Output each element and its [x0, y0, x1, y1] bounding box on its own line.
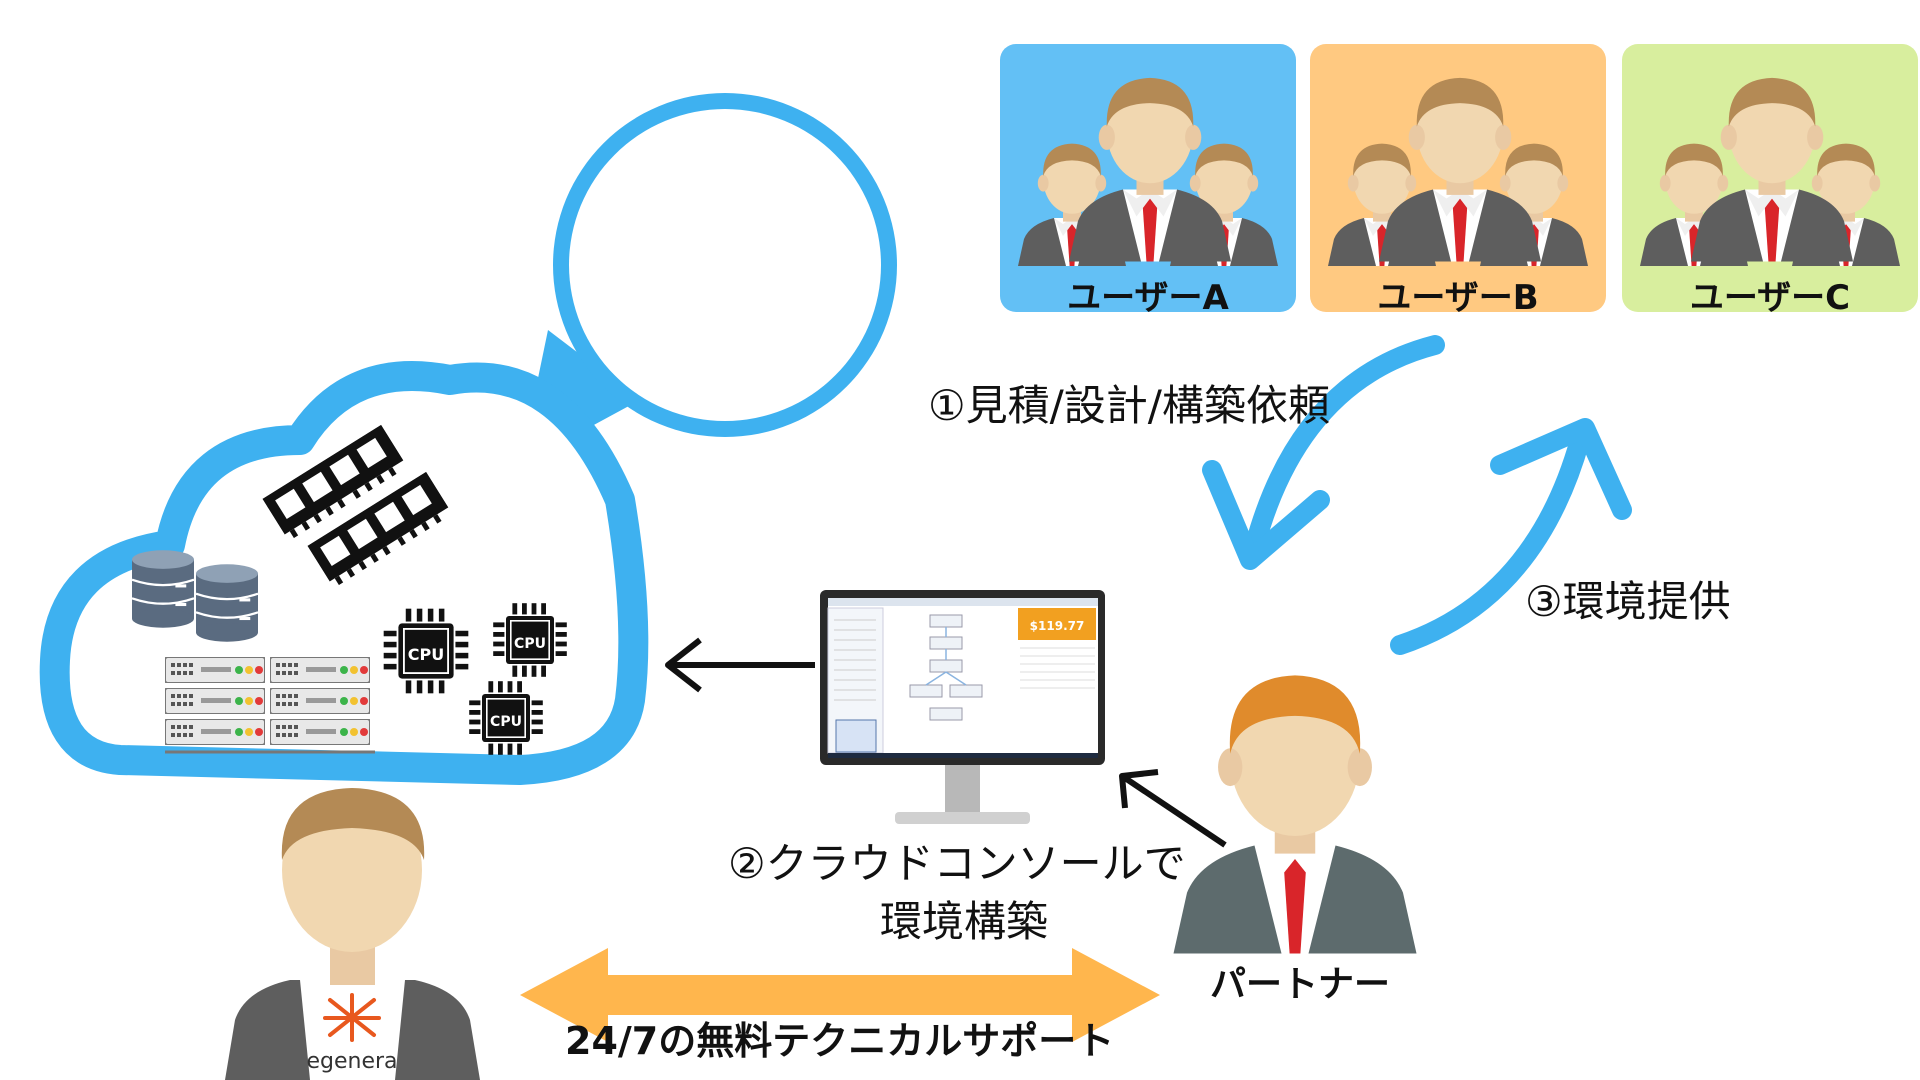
console-zoom-bubble — [520, 93, 897, 465]
user-a-label: ユーザーA — [1067, 278, 1229, 318]
user-card-c — [1622, 44, 1918, 312]
step-provide-label: ③環境提供 — [1525, 577, 1731, 626]
provide-arrow-head — [1490, 418, 1632, 520]
database-icon — [196, 563, 258, 643]
server-icon — [165, 719, 265, 745]
cloud: CPU CPU CPU — [39, 361, 649, 785]
step-build-label-line2: 環境構築 — [880, 897, 1049, 946]
console-monitor: $119.77 — [820, 590, 1105, 824]
partner-to-console-arrow — [1119, 769, 1227, 848]
deploy-arrow — [665, 637, 815, 693]
cycle-arrows — [1202, 335, 1632, 655]
egenera-logo-text: egenera — [306, 1049, 397, 1074]
step-build-label-line1: ②クラウドコンソールで — [728, 839, 1186, 888]
egenera-logo-icon — [323, 993, 381, 1042]
user-b-label: ユーザーB — [1377, 278, 1539, 318]
partner-label: パートナー — [1210, 964, 1391, 1005]
provide-arrow — [1390, 430, 1590, 655]
user-card-a — [1000, 44, 1296, 312]
support-label: 24/7の無料テクニカルサポート — [565, 1019, 1115, 1063]
server-icon — [165, 657, 265, 683]
egenera-support-avatar: egenera — [225, 788, 480, 1080]
cpu-chip-label: CPU — [490, 714, 522, 730]
database-icon — [132, 549, 194, 629]
server-icon — [270, 657, 370, 683]
user-card-b — [1310, 44, 1606, 312]
server-icon — [270, 719, 370, 745]
step-request-label: ①見積/設計/構築依頼 — [928, 381, 1330, 430]
cpu-chip-label: CPU — [514, 636, 546, 652]
user-c-label: ユーザーC — [1689, 278, 1851, 318]
console-price: $119.77 — [1030, 619, 1085, 633]
support-double-arrow — [520, 948, 1160, 1042]
server-icon — [165, 688, 265, 714]
partner-avatar — [1173, 675, 1417, 954]
request-arrow — [1245, 335, 1445, 555]
cpu-chip-label: CPU — [408, 645, 444, 664]
server-icon — [270, 688, 370, 714]
request-arrow-head — [1202, 460, 1330, 570]
